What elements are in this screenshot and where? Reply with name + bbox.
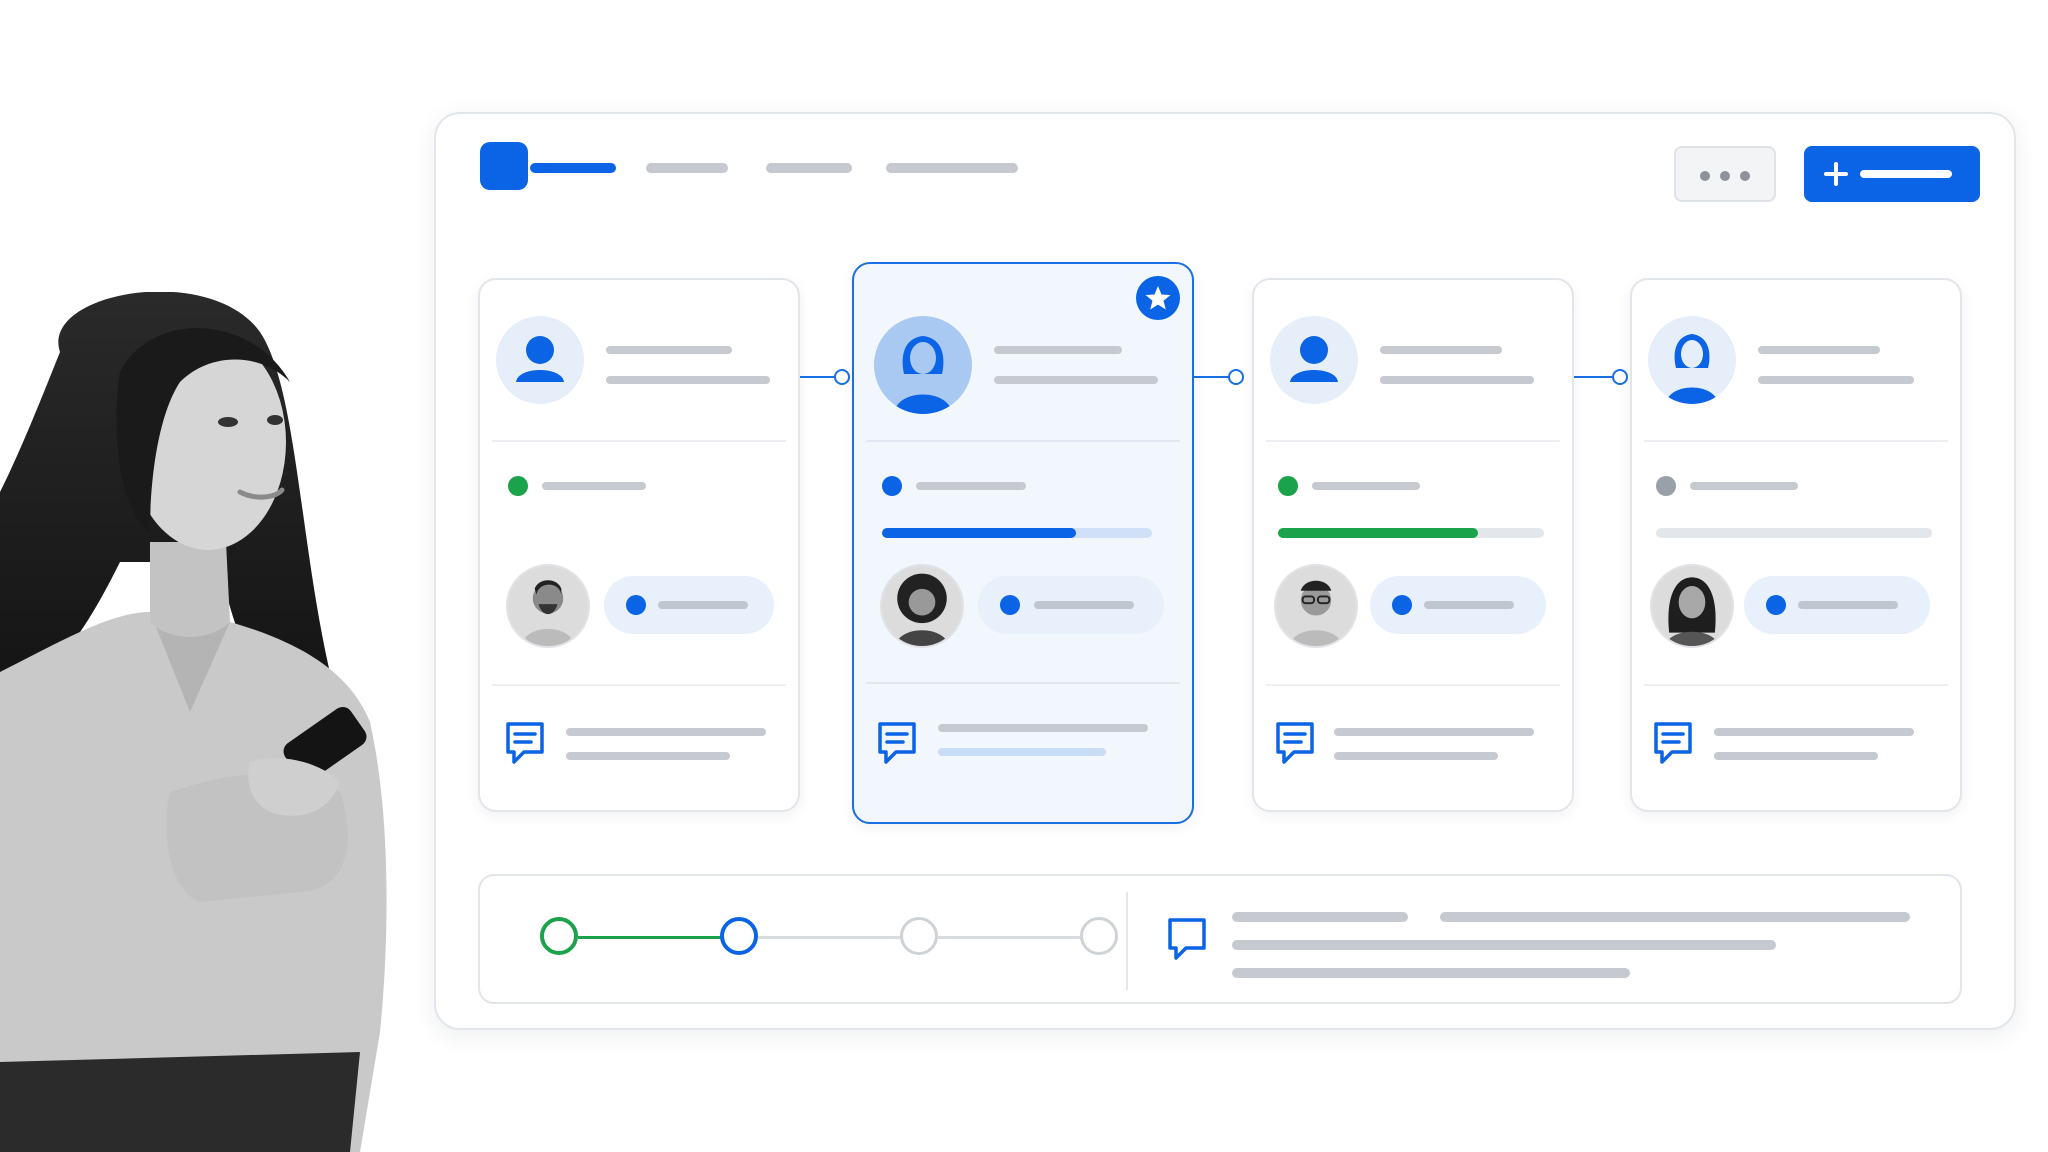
user-female-icon bbox=[1666, 334, 1718, 404]
user-icon bbox=[516, 336, 564, 382]
card-connector bbox=[1574, 369, 1628, 385]
comment-icon[interactable] bbox=[1652, 720, 1694, 768]
step-4[interactable] bbox=[1080, 917, 1118, 955]
card-divider bbox=[1266, 684, 1560, 686]
card-subtitle-line bbox=[1758, 376, 1914, 384]
comment-icon[interactable] bbox=[1166, 916, 1208, 964]
progress-fill bbox=[882, 528, 1077, 538]
app-logo[interactable] bbox=[480, 142, 528, 190]
user-icon bbox=[1290, 336, 1338, 382]
add-button-label bbox=[1860, 170, 1952, 178]
card-divider bbox=[866, 682, 1180, 684]
activity-line bbox=[1232, 968, 1630, 978]
status-dot bbox=[508, 476, 528, 496]
nav-tab-4[interactable] bbox=[886, 163, 1018, 173]
more-button[interactable] bbox=[1674, 146, 1776, 202]
progress-bar bbox=[882, 528, 1152, 538]
avatar bbox=[874, 316, 972, 414]
card-divider bbox=[492, 440, 786, 442]
star-badge[interactable] bbox=[1136, 276, 1180, 320]
comment-line bbox=[1714, 752, 1878, 760]
card-connector bbox=[1194, 369, 1244, 385]
star-icon bbox=[1145, 286, 1171, 310]
avatar bbox=[496, 316, 584, 404]
comment-icon[interactable] bbox=[1274, 720, 1316, 768]
app-window bbox=[434, 112, 2016, 1030]
comment-line bbox=[1334, 752, 1498, 760]
comment-line bbox=[1334, 728, 1534, 736]
activity-line bbox=[1232, 940, 1776, 950]
status-line bbox=[916, 482, 1026, 490]
assignee-pill[interactable] bbox=[604, 576, 774, 634]
step-2[interactable] bbox=[720, 917, 758, 955]
card-divider bbox=[1266, 440, 1560, 442]
comment-icon[interactable] bbox=[876, 720, 918, 768]
assignee-pill[interactable] bbox=[978, 576, 1164, 634]
step-connector bbox=[578, 936, 724, 939]
nav-tab-3[interactable] bbox=[766, 163, 852, 173]
progress-bar bbox=[1656, 528, 1932, 538]
status-dot bbox=[1656, 476, 1676, 496]
step-3[interactable] bbox=[900, 917, 938, 955]
status-dot bbox=[882, 476, 902, 496]
add-button[interactable] bbox=[1804, 146, 1980, 202]
nav-tab-2[interactable] bbox=[646, 163, 728, 173]
step-connector bbox=[938, 936, 1084, 939]
progress-fill bbox=[1278, 528, 1478, 538]
comment-line bbox=[1714, 728, 1914, 736]
comment-line bbox=[938, 724, 1148, 732]
comment-line bbox=[938, 748, 1106, 756]
card-title-line bbox=[1380, 346, 1502, 354]
assignee-photo bbox=[506, 564, 590, 648]
status-dot bbox=[1278, 476, 1298, 496]
comment-line bbox=[566, 728, 766, 736]
assignee-pill[interactable] bbox=[1744, 576, 1930, 634]
card-divider bbox=[1644, 440, 1948, 442]
card-divider bbox=[1644, 684, 1948, 686]
avatar bbox=[1648, 316, 1736, 404]
step-1[interactable] bbox=[540, 917, 578, 955]
avatar bbox=[1270, 316, 1358, 404]
status-line bbox=[542, 482, 646, 490]
activity-line bbox=[1440, 912, 1910, 922]
person-card-3[interactable] bbox=[1252, 278, 1574, 812]
plus-icon bbox=[1824, 162, 1848, 186]
person-photo bbox=[0, 292, 387, 1152]
activity-line bbox=[1232, 912, 1408, 922]
person-card-1[interactable] bbox=[478, 278, 800, 812]
card-title-line bbox=[606, 346, 732, 354]
status-line bbox=[1312, 482, 1420, 490]
assignee-photo bbox=[1650, 564, 1734, 648]
status-line bbox=[1690, 482, 1798, 490]
card-title-line bbox=[1758, 346, 1880, 354]
assignee-photo bbox=[880, 564, 964, 648]
comment-line bbox=[566, 752, 730, 760]
card-divider bbox=[492, 684, 786, 686]
timeline-divider bbox=[1126, 892, 1128, 990]
nav-tab-1[interactable] bbox=[530, 163, 616, 173]
timeline-panel bbox=[478, 874, 1962, 1004]
card-subtitle-line bbox=[1380, 376, 1534, 384]
progress-bar bbox=[1278, 528, 1544, 538]
assignee-photo bbox=[1274, 564, 1358, 648]
card-subtitle-line bbox=[994, 376, 1158, 384]
step-connector bbox=[758, 936, 904, 939]
card-subtitle-line bbox=[606, 376, 770, 384]
user-female-icon bbox=[894, 336, 952, 414]
person-card-2[interactable] bbox=[852, 262, 1194, 824]
card-divider bbox=[866, 440, 1180, 442]
assignee-pill[interactable] bbox=[1370, 576, 1546, 634]
card-title-line bbox=[994, 346, 1122, 354]
card-connector bbox=[800, 369, 850, 385]
comment-icon[interactable] bbox=[504, 720, 546, 768]
person-card-4[interactable] bbox=[1630, 278, 1962, 812]
